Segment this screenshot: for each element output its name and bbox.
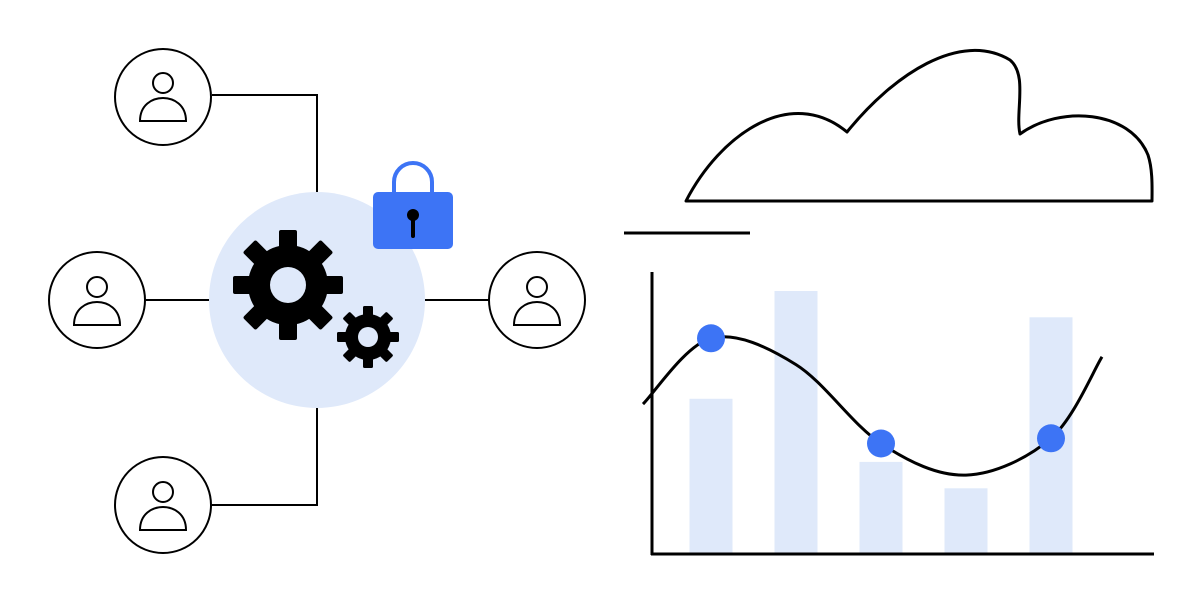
chart-bar-4 bbox=[944, 488, 988, 555]
connector-top-user bbox=[212, 94, 318, 193]
user-icon bbox=[512, 276, 562, 326]
padlock-shackle bbox=[392, 161, 434, 194]
chart-points bbox=[697, 324, 1065, 458]
chart-bar-1 bbox=[689, 398, 733, 554]
connector-bottom-user bbox=[212, 408, 318, 506]
user-icon bbox=[138, 481, 188, 531]
keyhole-slot bbox=[411, 217, 415, 238]
user-icon bbox=[138, 72, 188, 122]
chart-bar-2 bbox=[774, 291, 818, 554]
chart-point-1 bbox=[697, 324, 725, 353]
chart-bar-3 bbox=[859, 461, 903, 554]
user-avatar-right bbox=[488, 251, 586, 349]
small-gear-icon bbox=[337, 306, 399, 368]
bar-line-chart bbox=[641, 272, 1154, 556]
chart-point-2 bbox=[867, 429, 895, 458]
user-avatar-bottom bbox=[114, 456, 212, 554]
chart-bars bbox=[689, 291, 1073, 555]
cloud-icon bbox=[684, 48, 1154, 203]
padlock-icon bbox=[373, 161, 453, 249]
user-avatar-left bbox=[48, 251, 146, 349]
large-gear-icon bbox=[233, 230, 343, 340]
keyhole bbox=[407, 209, 419, 221]
chart-point-3 bbox=[1037, 424, 1065, 453]
network-connectors bbox=[146, 94, 490, 506]
user-avatar-top bbox=[114, 48, 212, 146]
user-icon bbox=[72, 276, 122, 326]
